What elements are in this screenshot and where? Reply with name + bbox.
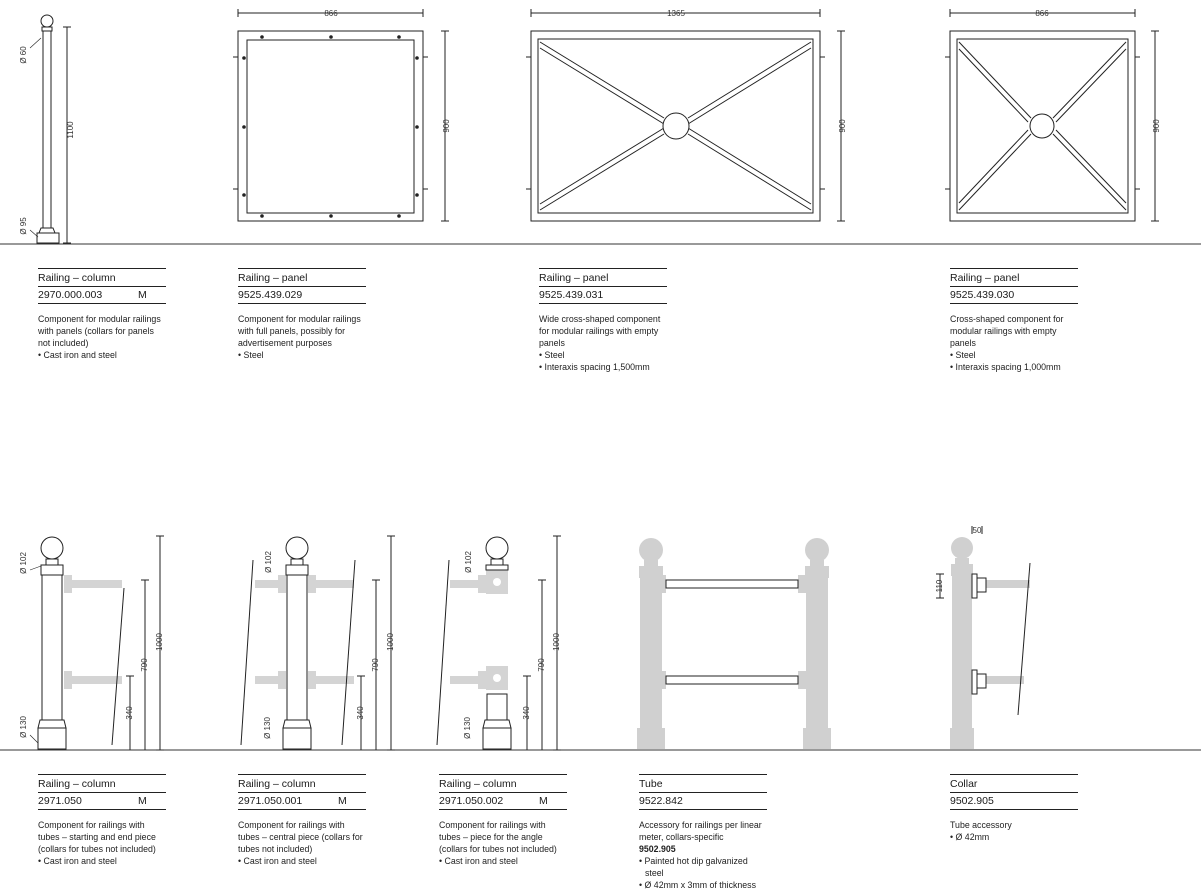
central-column-drawing [240,536,356,750]
product-feature: • Painted hot dip galvanized steel [639,856,748,878]
product-feature: • Interaxis spacing 1,000mm [950,362,1061,372]
collar-width-dim: 50 [973,526,982,535]
product-description: Component for modular railings with pane… [38,314,161,348]
angle-column-drawing [436,536,512,750]
product-code-suffix: M [539,795,548,807]
product-code-suffix: M [138,289,147,301]
product-card-cross-panel: Railing – panel 9525.439.030 Cross-shape… [950,268,1078,373]
product-code: 9502.905 [950,793,1078,810]
product-feature: • Ø 42mm [950,832,990,842]
end-column-lower-dim: 340 [125,706,134,720]
wide-panel-height-dim: 900 [838,119,847,133]
product-card-full-panel: Railing – panel 9525.439.029 Component f… [238,268,366,361]
cross-panel-height-dim: 900 [1152,119,1161,133]
product-code-suffix: M [138,795,147,807]
product-description: Component for railings with tubes – star… [38,820,156,854]
end-column-height-dim: 1000 [155,633,164,651]
wide-cross-panel-drawing [526,30,825,222]
product-description: Cross-shaped component for modular raili… [950,314,1064,348]
column-top-diameter-dim: Ø 60 [19,46,28,64]
product-card-tube: Tube 9522.842 Accessory for railings per… [639,774,767,891]
product-description: Tube accessory [950,820,1012,830]
product-code: 9522.842 [639,793,767,810]
full-panel-width-dim: 866 [324,9,338,18]
collar-height-dim: 110 [935,579,944,592]
product-feature: • Ø 42mm x 3mm of thickness [639,880,756,890]
central-column-height-dim: 1000 [386,633,395,651]
product-code: 9525.439.031 [539,287,667,304]
product-description: Component for railings with tubes – cent… [238,820,363,854]
column-height-dim: 1100 [66,121,75,139]
product-feature: • Steel [539,350,565,360]
product-feature: • Cast iron and steel [38,856,117,866]
angle-column-upper-dim: 790 [537,658,546,672]
product-title: Tube [639,774,767,793]
product-title: Railing – panel [950,268,1078,287]
collar-drawing [950,537,1031,749]
product-card-wide-cross-panel: Railing – panel 9525.439.031 Wide cross-… [539,268,667,373]
product-feature: • Cast iron and steel [38,350,117,360]
product-description: Component for modular railings with full… [238,314,361,348]
product-description: Wide cross-shaped component for modular … [539,314,661,348]
product-feature: • Cast iron and steel [439,856,518,866]
central-column-upper-dim: 790 [371,658,380,672]
product-feature: • Steel [950,350,976,360]
product-title: Railing – column [38,268,166,287]
product-title: Collar [950,774,1078,793]
product-title: Railing – panel [539,268,667,287]
central-column-lower-dim: 340 [356,706,365,720]
full-panel-drawing [233,30,428,222]
angle-column-top-diameter-dim: Ø 102 [464,551,473,573]
product-card-collar: Collar 9502.905 Tube accessory • Ø 42mm [950,774,1078,843]
end-column-top-diameter-dim: Ø 102 [19,552,28,574]
product-code: 9525.439.029 [238,287,366,304]
tube-drawing [637,538,831,749]
product-title: Railing – column [439,774,567,793]
product-title: Railing – column [38,774,166,793]
cross-panel-drawing [945,30,1140,222]
product-title: Railing – panel [238,268,366,287]
central-column-top-diameter-dim: Ø 102 [264,551,273,573]
product-title: Railing – column [238,774,366,793]
cross-panel-width-dim: 866 [1035,9,1049,18]
central-column-base-diameter-dim: Ø 130 [263,717,272,739]
product-feature: • Cast iron and steel [238,856,317,866]
product-description-code: 9502.905 [639,844,676,854]
product-feature: • Steel [238,350,264,360]
product-description: Accessory for railings per linear meter,… [639,820,762,842]
column-panel-drawing [36,14,60,244]
wide-panel-width-dim: 1365 [667,9,685,18]
angle-column-height-dim: 1000 [552,633,561,651]
product-description: Component for railings with tubes – piec… [439,820,557,854]
end-column-drawing [37,536,125,750]
end-column-upper-dim: 790 [140,658,149,672]
full-panel-height-dim: 900 [442,119,451,133]
product-feature: • Interaxis spacing 1,500mm [539,362,650,372]
product-code-suffix: M [338,795,347,807]
angle-column-base-diameter-dim: Ø 130 [463,717,472,739]
angle-column-lower-dim: 340 [522,706,531,720]
end-column-base-diameter-dim: Ø 130 [19,716,28,738]
product-code: 9525.439.030 [950,287,1078,304]
column-base-diameter-dim: Ø 95 [19,217,28,235]
